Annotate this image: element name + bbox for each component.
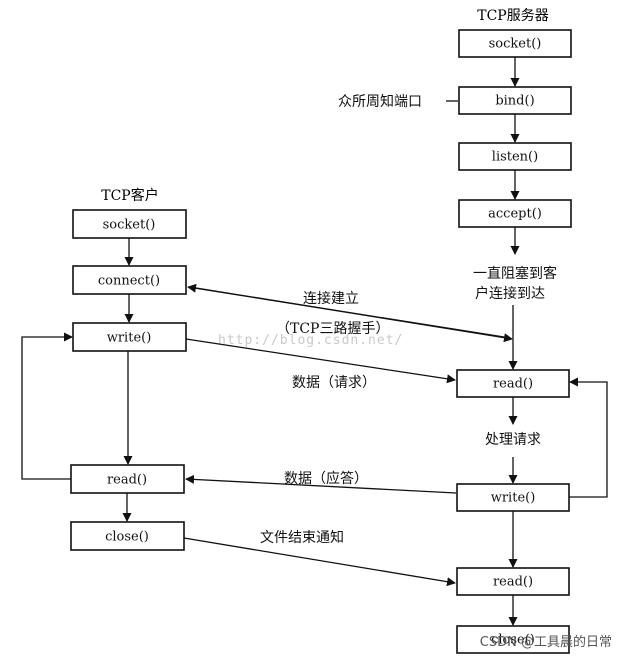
client-read-box: read() [70,464,185,494]
client-write-box: write() [72,322,187,352]
server-write-label: write() [491,491,536,506]
client-socket-box: socket() [72,209,187,239]
server-socket-label: socket() [489,37,542,52]
client-connect-box: connect() [72,265,187,295]
client-read-label: read() [107,473,147,488]
server-accept-label: accept() [488,207,542,222]
block-label-line2: 户连接到达 [475,285,545,302]
client-connect-label: connect() [98,274,160,289]
well-known-port-label: 众所周知端口 [338,93,422,110]
server-loop-arrow [569,377,608,498]
server-title: TCP服务器 [477,8,548,24]
client-loop-arrow [21,332,73,480]
server-socket-box: socket() [458,29,572,58]
client-write-label: write() [107,331,152,346]
csdn-credit: CSDN @工具晨的日常 [480,634,612,650]
arrow-request [185,338,456,384]
request-label: 数据（请求） [292,375,376,391]
arrow-eof [183,537,456,587]
server-read2-label: read() [493,575,533,590]
block-label-line1: 一直阻塞到客 [473,265,557,282]
process-request-label: 处理请求 [485,432,541,448]
arrow-handshake-to-server [189,286,513,343]
watermark: http://blog.csdn.net/ [218,333,403,348]
server-bind-box: bind() [458,86,572,115]
server-read-box: read() [456,369,570,398]
client-socket-label: socket() [103,218,156,233]
server-close-label: close() [491,633,535,648]
client-close-label: close() [105,530,149,545]
server-bind-label: bind() [495,94,534,109]
server-close-box: close() [456,625,570,654]
server-accept-box: accept() [458,199,572,228]
arrow-reply [185,474,457,494]
server-listen-box: listen() [458,142,572,171]
eof-label: 文件结束通知 [260,529,344,546]
client-title: TCP客户 [101,187,158,204]
client-close-box: close() [70,521,185,551]
server-write-box: write() [456,483,570,512]
connect-label-line1: 连接建立 [303,290,359,307]
server-read2-box: read() [456,567,570,596]
connect-label-line2: （TCP三路握手） [276,321,389,337]
server-listen-label: listen() [492,150,538,165]
server-read-label: read() [493,377,533,392]
reply-label: 数据（应答） [284,470,368,487]
